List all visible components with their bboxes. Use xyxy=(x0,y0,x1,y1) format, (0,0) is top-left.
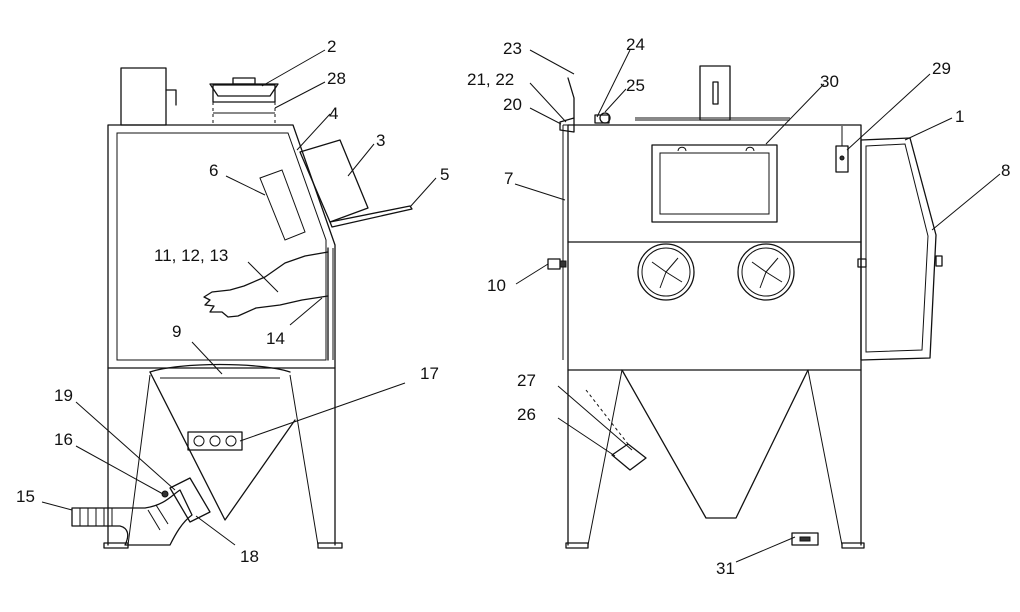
leader-lines xyxy=(41,49,1001,563)
callout-10: 10 xyxy=(487,276,506,295)
callout-17: 17 xyxy=(420,364,439,383)
callout-4: 4 xyxy=(329,104,338,123)
filter-handle xyxy=(232,77,256,85)
callout-1: 1 xyxy=(955,107,964,126)
callout-19: 19 xyxy=(54,386,73,405)
motor-pipe xyxy=(165,89,177,106)
filter-lid xyxy=(209,83,279,97)
latch-left xyxy=(547,258,561,270)
callout-labels: 2 28 4 3 5 6 11, 12, 13 14 9 17 19 16 15… xyxy=(16,35,1010,578)
glove-port-right xyxy=(737,243,795,301)
callout-20: 20 xyxy=(503,95,522,114)
cabinet-body xyxy=(107,124,336,369)
top-bracket xyxy=(699,65,731,121)
filter-housing xyxy=(212,84,276,103)
foot-pedal xyxy=(791,532,819,546)
front-legs-outer xyxy=(567,369,862,546)
side-legs-inner xyxy=(127,374,319,546)
door-latch xyxy=(935,255,943,267)
cabinet-front xyxy=(567,124,862,371)
viewing-window xyxy=(299,139,369,223)
dust-outlet xyxy=(611,443,647,471)
cabinet-inner xyxy=(116,132,327,361)
glove-port-left xyxy=(637,243,695,301)
callout-11-12-13: 11, 12, 13 xyxy=(154,246,228,265)
view-window-glass xyxy=(659,152,770,215)
callout-16: 16 xyxy=(54,430,73,449)
glove xyxy=(203,251,329,318)
callout-3: 3 xyxy=(376,131,385,150)
hopper-front xyxy=(621,369,809,519)
front-view xyxy=(547,65,943,549)
callout-5: 5 xyxy=(440,165,449,184)
foot-front-right xyxy=(841,542,865,549)
callout-30: 30 xyxy=(820,72,839,91)
control-panel xyxy=(187,431,243,451)
callout-25: 25 xyxy=(626,76,645,95)
callout-29: 29 xyxy=(932,59,951,78)
callout-24: 24 xyxy=(626,35,645,54)
callout-9: 9 xyxy=(172,322,181,341)
callout-21-22: 21, 22 xyxy=(467,70,514,89)
callout-2: 2 xyxy=(327,37,336,56)
callout-18: 18 xyxy=(240,547,259,566)
view-window-frame xyxy=(651,144,778,223)
callout-6: 6 xyxy=(209,161,218,180)
arm-rest-shelf xyxy=(329,205,413,228)
callout-8: 8 xyxy=(1001,161,1010,180)
air-line xyxy=(567,77,575,119)
motor-box xyxy=(120,67,167,126)
callout-15: 15 xyxy=(16,487,35,506)
vacuum-hose xyxy=(71,489,193,546)
callout-27: 27 xyxy=(517,371,536,390)
hose-coupling xyxy=(169,477,211,523)
grate xyxy=(149,363,291,373)
air-valve xyxy=(594,114,610,124)
front-legs-inner xyxy=(587,369,843,546)
foot-right xyxy=(317,542,343,549)
callout-28: 28 xyxy=(327,69,346,88)
side-door xyxy=(860,137,937,361)
callout-7: 7 xyxy=(504,169,513,188)
foot-front-left xyxy=(565,542,589,549)
callout-14: 14 xyxy=(266,329,285,348)
callout-23: 23 xyxy=(503,39,522,58)
hinge-top-left xyxy=(559,117,575,133)
hopper-side xyxy=(149,371,296,521)
callout-26: 26 xyxy=(517,405,536,424)
side-view xyxy=(71,67,413,549)
callout-31: 31 xyxy=(716,559,735,578)
side-legs-outer xyxy=(107,367,336,546)
interior-light xyxy=(259,169,306,241)
